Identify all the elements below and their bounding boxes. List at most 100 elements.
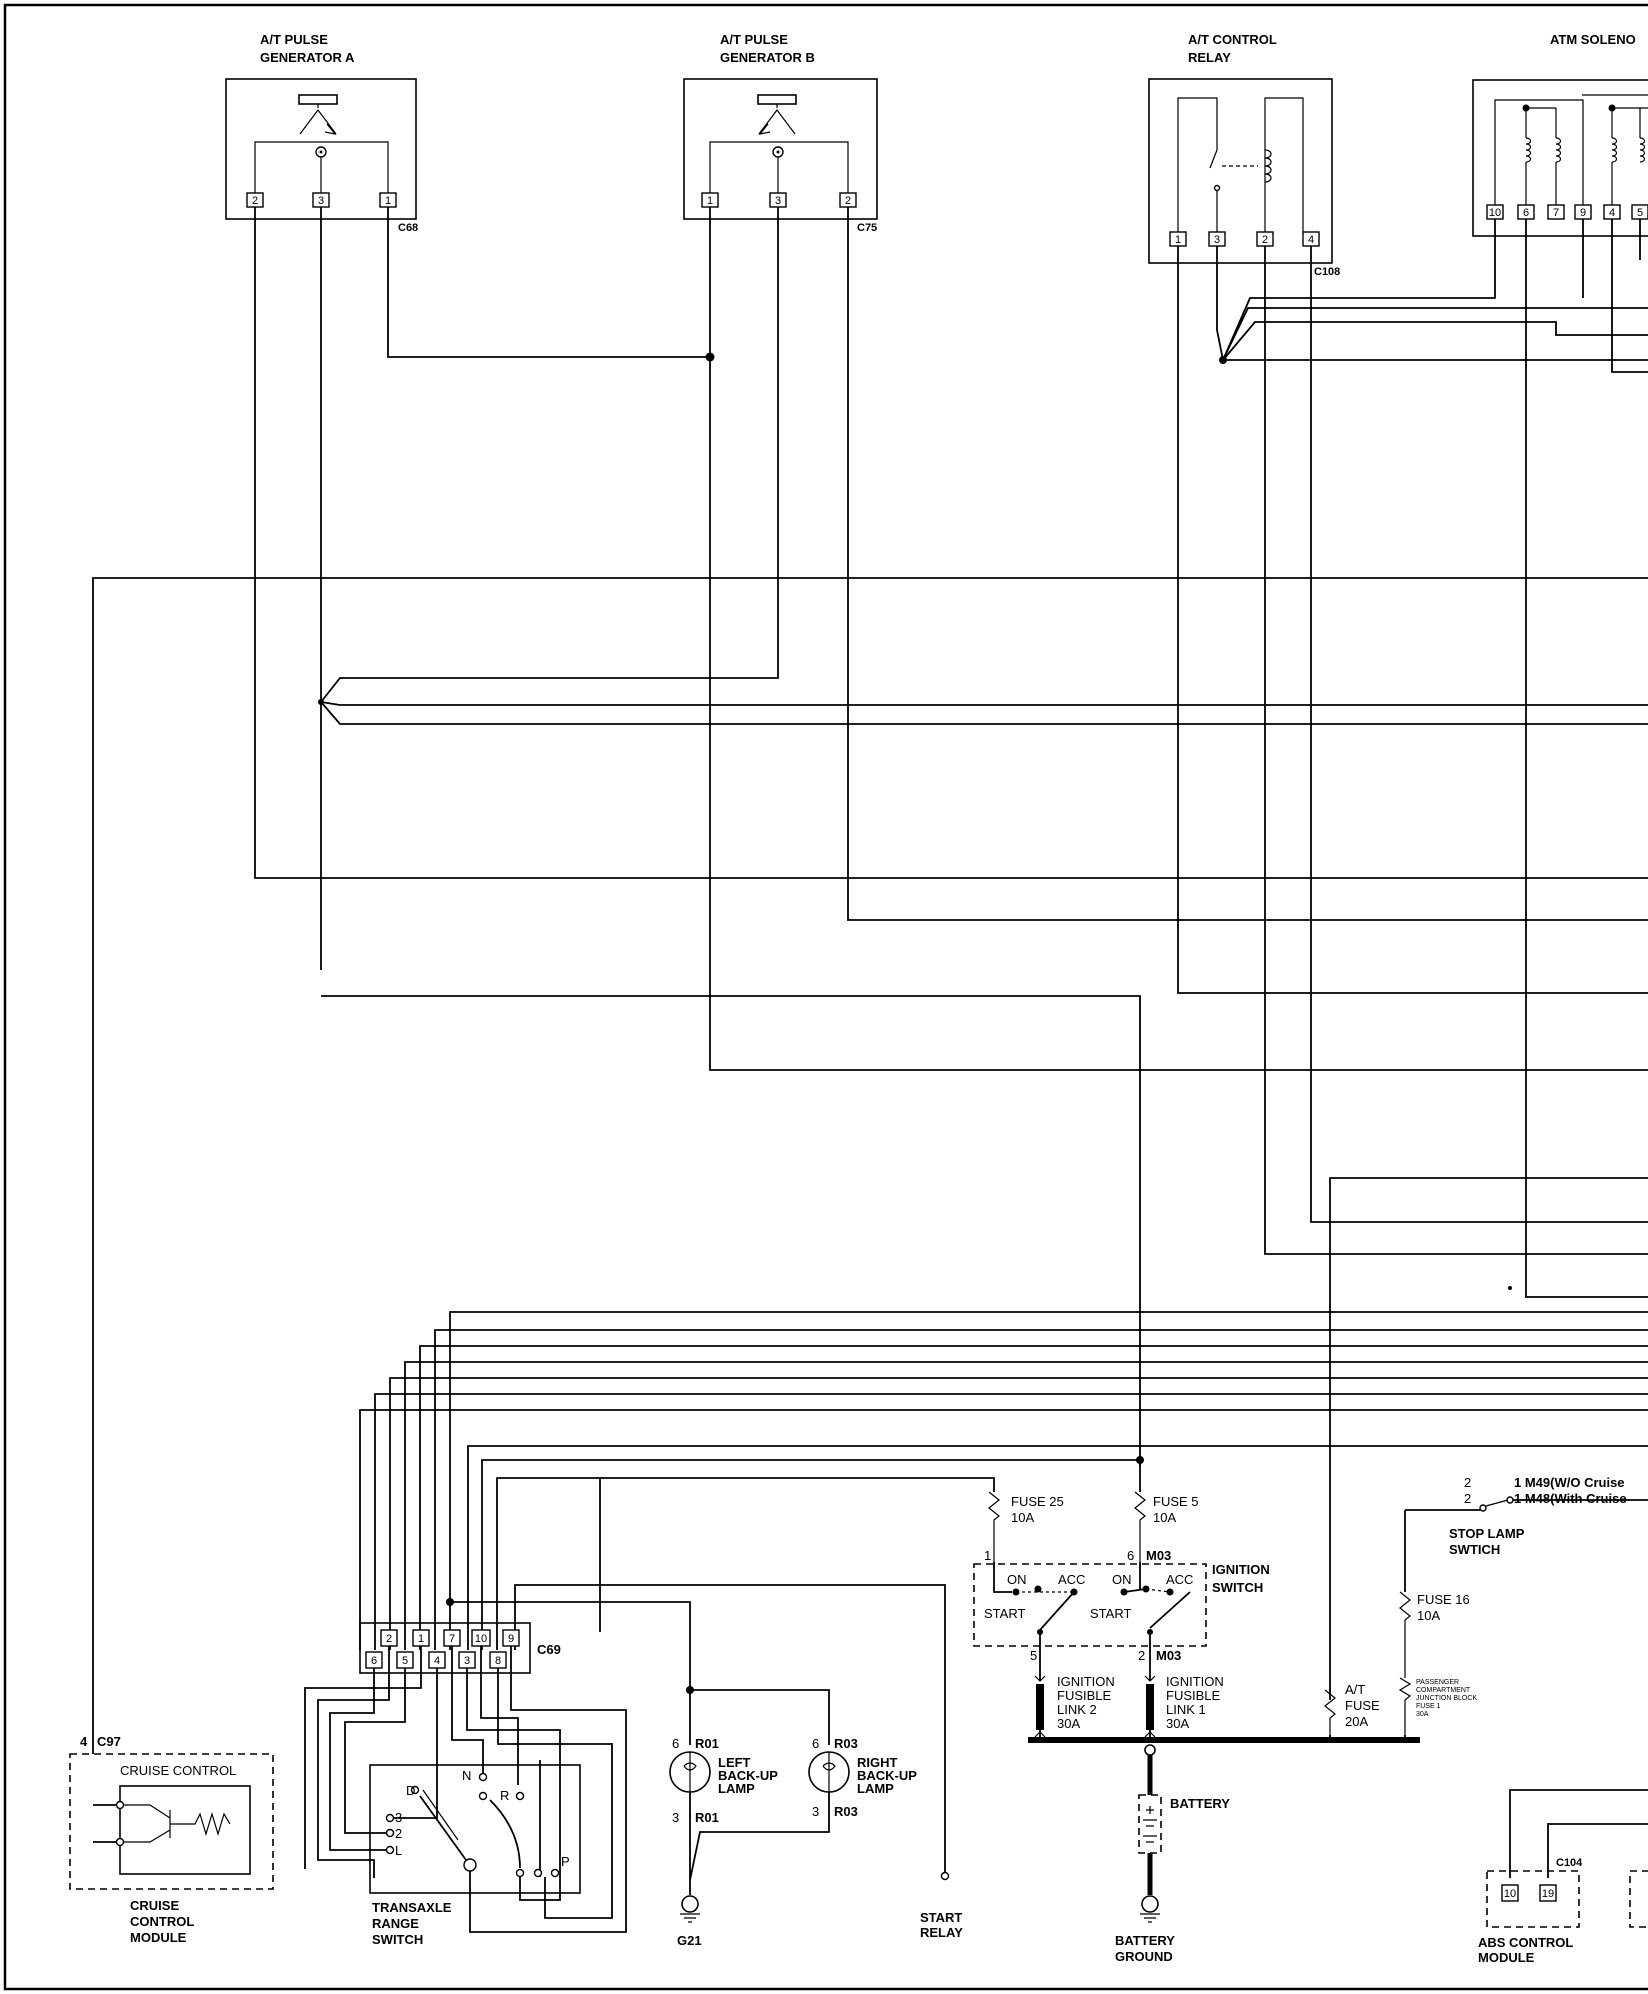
battery-ground-2: GROUND (1115, 1949, 1173, 1964)
ign-on-1: ON (1007, 1572, 1027, 1587)
fuse5-rating: 10A (1153, 1510, 1176, 1525)
left-lamp-label-1: LEFT (718, 1755, 751, 1770)
ign-pin-2: 2 (1138, 1648, 1145, 1663)
right-lamp-label-2: BACK-UP (857, 1768, 917, 1783)
abs-label-2: MODULE (1478, 1950, 1535, 1965)
c69-top-pins: 2 1 7 10 9 (380, 1629, 520, 1647)
pulse-gen-a-title-2: GENERATOR A (260, 50, 355, 65)
fuse16-name: FUSE 16 (1417, 1592, 1470, 1607)
position-l: L (395, 1843, 402, 1858)
link2-l1: IGNITION (1057, 1674, 1115, 1689)
atm-pin-3: 7 (1553, 207, 1559, 219)
transaxle-range-switch: 2 1 7 10 9 6 5 4 3 8 C69 (304, 1622, 627, 1947)
cruise-pin: 4 (80, 1734, 88, 1749)
c69-bottom-pins: 6 5 4 3 8 (365, 1651, 507, 1669)
c69-top-pin-5: 9 (508, 1633, 514, 1645)
battery-ground-1: BATTERY (1115, 1933, 1175, 1948)
c69-bot-pin-3: 4 (434, 1655, 440, 1667)
ign-label-2: SWITCH (1212, 1580, 1263, 1595)
abs-pin-2: 19 (1542, 1888, 1554, 1900)
at-fuse-l2: FUSE (1345, 1698, 1380, 1713)
ign-start-2: START (1090, 1606, 1131, 1621)
link2-rating: 30A (1057, 1716, 1080, 1731)
at-fuse-l1: A/T (1345, 1682, 1365, 1697)
battery-label: BATTERY (1170, 1796, 1230, 1811)
control-relay-pin-3: 2 (1262, 234, 1268, 246)
c69-top-pin-4: 10 (475, 1633, 487, 1645)
right-lamp-pin-bot: 3 (812, 1804, 819, 1819)
control-relay-title-2: RELAY (1188, 50, 1231, 65)
atm-pin-6: 5 (1637, 207, 1643, 219)
atm-pin-5: 4 (1609, 207, 1615, 219)
right-lamp-label-3: LAMP (857, 1781, 894, 1796)
position-p: P (561, 1854, 570, 1869)
fuse5-name: FUSE 5 (1153, 1494, 1199, 1509)
pulse-gen-a-pin-2: 3 (318, 195, 324, 207)
c69-top-pin-3: 7 (449, 1633, 455, 1645)
left-lamp-pin-bot: 3 (672, 1810, 679, 1825)
fuse5-pin: 6 (1127, 1548, 1134, 1563)
at-fuse-rating: 20A (1345, 1714, 1368, 1729)
fuse25-rating: 10A (1011, 1510, 1034, 1525)
position-n: N (462, 1768, 471, 1783)
abs-label-1: ABS CONTROL (1478, 1935, 1573, 1950)
upper-wiring (92, 207, 1648, 1754)
cruise-label-1: CRUISE (130, 1898, 179, 1913)
battery-bus: BATTERY BATTERY GROUND (1028, 1730, 1420, 1964)
cruise-label-2: CONTROL (130, 1914, 194, 1929)
pulse-gen-b-pin-1: 1 (707, 195, 713, 207)
c69-bot-pin-2: 5 (402, 1655, 408, 1667)
cruise-connector: C97 (97, 1734, 121, 1749)
stop-row1-pin: 2 (1464, 1475, 1471, 1490)
range-switch-label-1: TRANSAXLE (372, 1900, 452, 1915)
pjb-l1: PASSENGER (1416, 1679, 1459, 1686)
c69-bot-pin-4: 3 (464, 1655, 470, 1667)
pulse-generator-a: A/T PULSE GENERATOR A 2 3 1 C68 (225, 32, 418, 234)
start-relay-label-1: START (920, 1910, 962, 1925)
position-3: 3 (395, 1810, 402, 1825)
c69-bot-pin-1: 6 (371, 1655, 377, 1667)
fuse-25: FUSE 25 10A 1 (600, 1477, 1064, 1563)
fuse16-rating: 10A (1417, 1608, 1440, 1623)
abs-control-module: C104 10 19 ABS CONTROL MODULE (1478, 1789, 1648, 1965)
pulse-gen-b-title-1: A/T PULSE (720, 32, 788, 47)
pulse-gen-b-title-2: GENERATOR B (720, 50, 815, 65)
control-relay-title-1: A/T CONTROL (1188, 32, 1277, 47)
cruise-label-3: MODULE (130, 1930, 187, 1945)
right-lamp-conn-bot: R03 (834, 1804, 858, 1819)
range-switch-harness (359, 1311, 1648, 1870)
fuse5-conn: M03 (1146, 1548, 1171, 1563)
start-relay-label-2: RELAY (920, 1925, 963, 1940)
stop-lamp-label-1: STOP LAMP (1449, 1526, 1525, 1541)
stop-row2-pin: 2 (1464, 1491, 1471, 1506)
abs-connector: C104 (1556, 1857, 1583, 1869)
right-backup-lamp: 6 R03 RIGHT BACK-UP LAMP 3 R03 (689, 1736, 917, 1881)
pjb-l3: JUNCTION BLOCK (1416, 1695, 1477, 1702)
left-lamp-conn-bot: R01 (695, 1810, 719, 1825)
cruise-control-module: 4 C97 CRUISE CONTROL CRUISE CONTROL MODU… (69, 1734, 274, 1945)
range-switch-label-2: RANGE (372, 1916, 419, 1931)
pulse-gen-b-connector: C75 (857, 222, 877, 234)
pjb-l4: FUSE 1 (1416, 1703, 1441, 1710)
right-lamp-conn-top: R03 (834, 1736, 858, 1751)
control-relay-pin-1: 1 (1175, 234, 1181, 246)
link1-l1: IGNITION (1166, 1674, 1224, 1689)
fusible-link-1: IGNITION FUSIBLE LINK 1 30A (1144, 1674, 1224, 1738)
ign-on-2: ON (1112, 1572, 1132, 1587)
stop-row1-text: 1 M49(W/O Cruise (1514, 1475, 1625, 1490)
ign-start-1: START (984, 1606, 1025, 1621)
control-relay-pin-4: 4 (1308, 234, 1314, 246)
right-lamp-pin-top: 6 (812, 1736, 819, 1751)
link2-l2: FUSIBLE (1057, 1688, 1112, 1703)
pulse-generator-b: A/T PULSE GENERATOR B 1 3 2 C75 (683, 32, 878, 234)
right-lamp-label-1: RIGHT (857, 1755, 898, 1770)
control-relay-connector: C108 (1314, 266, 1340, 278)
left-lamp-label-3: LAMP (718, 1781, 755, 1796)
atm-solenoid: ATM SOLENO 10 6 7 9 4 5 (1472, 32, 1648, 237)
abs-pin-1: 10 (1504, 1888, 1516, 1900)
link1-rating: 30A (1166, 1716, 1189, 1731)
link2-l3: LINK 2 (1057, 1702, 1097, 1717)
left-lamp-pin-top: 6 (672, 1736, 679, 1751)
left-lamp-label-2: BACK-UP (718, 1768, 778, 1783)
c69-top-pin-2: 1 (418, 1633, 424, 1645)
